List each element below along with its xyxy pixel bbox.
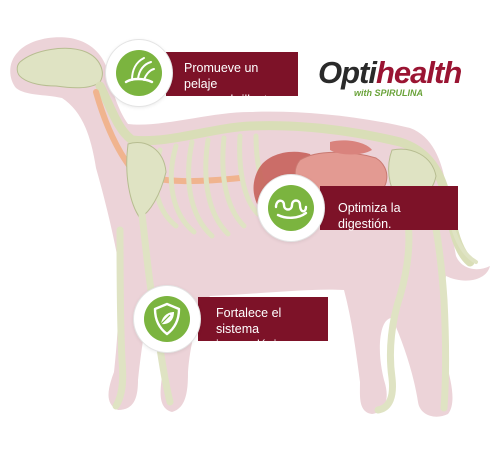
hair-follicle-icon (116, 50, 162, 96)
callout-immune-line2: inmunológico. (216, 338, 294, 352)
brand-logo: Optihealth with SPIRULINA (318, 55, 478, 105)
callout-coat-label: Promueve un pelaje suave y brillante. (166, 52, 298, 107)
callout-immune-label: Fortalece el sistema inmunológico. (198, 297, 328, 352)
callout-coat-badge (106, 40, 172, 106)
intestine-icon (268, 185, 314, 231)
brand-name-part2: health (376, 55, 462, 90)
shield-leaf-icon (144, 296, 190, 342)
callout-digestion-label: Optimiza la digestión. (320, 186, 458, 231)
callout-immune-badge (134, 286, 200, 352)
callout-immune-line1: Fortalece el sistema (216, 306, 282, 336)
brand-name-part1: Opti (318, 55, 377, 90)
callout-coat-line1: Promueve un pelaje (184, 61, 259, 91)
kidney (330, 140, 372, 155)
callout-coat-line2: suave y brillante. (184, 93, 278, 107)
scapula (126, 142, 167, 219)
callout-digestion-line1: Optimiza la digestión. (338, 201, 401, 231)
callout-digestion-badge (258, 175, 324, 241)
brand-tagline: with SPIRULINA (354, 88, 423, 98)
brand-wordmark: Optihealth (318, 55, 462, 91)
skull (16, 47, 103, 89)
